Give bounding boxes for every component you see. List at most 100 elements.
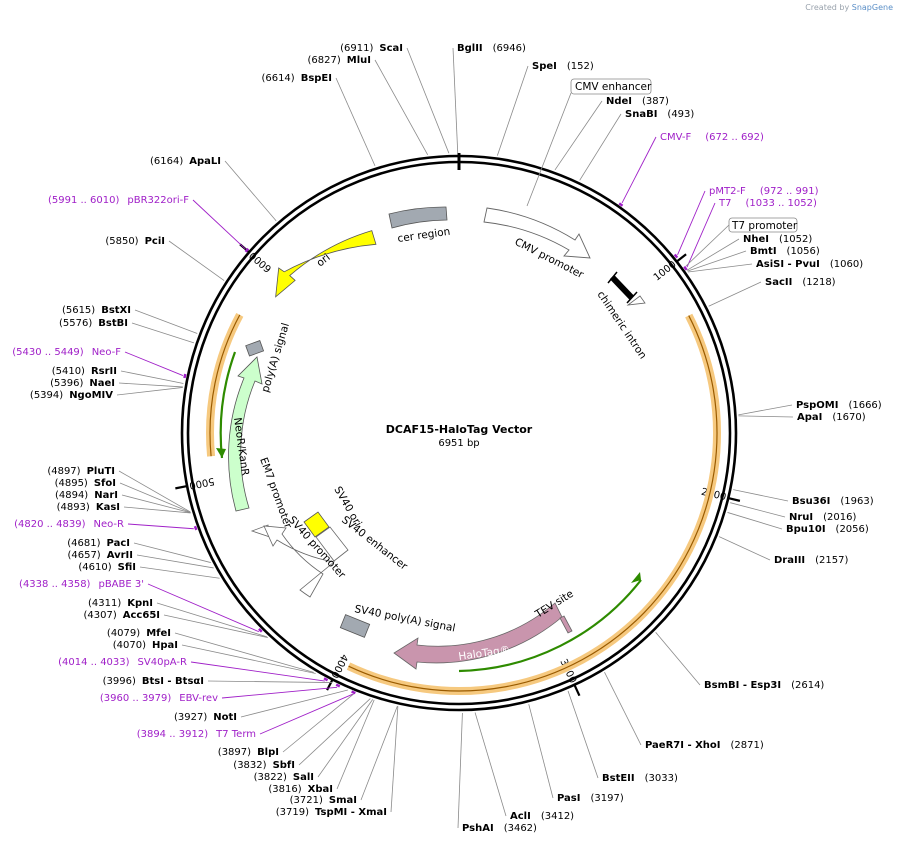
map-title: DCAF15-HaloTag Vector — [386, 423, 533, 436]
enzyme-position: (4079) — [107, 628, 140, 639]
primer-binding-mark — [335, 683, 341, 688]
enzyme-leader — [452, 47, 459, 154]
enzyme-position: (387) — [642, 96, 669, 107]
primer-leader — [127, 523, 194, 530]
watermark: Created by SnapGene — [805, 3, 893, 12]
orf-arrow-left-head — [216, 448, 226, 458]
enzyme-name: ApaI — [797, 412, 822, 423]
primer-name: T7 Term — [215, 729, 256, 740]
primer-binding-mark — [683, 265, 688, 271]
primer-binding-mark — [323, 677, 329, 682]
intron-arrow — [626, 295, 646, 306]
enzyme-label: (3816) XbaI — [268, 784, 333, 795]
feature-label-ori: ori — [314, 251, 332, 269]
enzyme-leader — [528, 704, 554, 799]
feature-halotag — [393, 602, 563, 670]
enzyme-name: PasI — [557, 793, 580, 804]
enzyme-label: (6164)ApaLI — [150, 156, 221, 167]
primer-leader — [192, 199, 246, 250]
chimeric-intron-cap-a — [607, 271, 618, 284]
enzyme-label: AsiSI - PvuI(1060) — [756, 259, 863, 270]
primer-leader — [686, 202, 716, 268]
t7-promoter-leader — [685, 224, 730, 267]
feature-cmv-promoter — [483, 207, 591, 259]
primer-binding-mark — [183, 373, 187, 379]
primer-leader — [221, 686, 338, 699]
enzyme-label: (5850)PciI — [105, 236, 165, 247]
orf-arrow-left — [219, 351, 237, 459]
map-size: 6951 bp — [438, 438, 479, 449]
enzyme-label: PaeR7I - XhoI (2871) — [645, 740, 764, 751]
tick-mark-5000 — [175, 484, 188, 490]
enzyme-label: (4893)KasI — [57, 502, 120, 513]
feature-polya-signal — [245, 340, 265, 357]
feature-neor-kanr — [228, 356, 263, 512]
watermark-prefix: Created by — [805, 3, 850, 12]
primer-label: (3894 .. 3912)T7 Term — [137, 729, 256, 740]
primer-range: (5430 .. 5449) — [12, 347, 84, 358]
enzyme-position: (6614) — [261, 73, 294, 84]
tick-label-5000: 5000 — [188, 475, 215, 491]
enzyme-name: BstBI — [98, 318, 128, 329]
enzyme-position: (6164) — [150, 156, 183, 167]
enzyme-name: PaeR7I - XhoI — [645, 740, 721, 751]
primer-name: T7 — [718, 198, 731, 209]
enzyme-name: PspOMI — [796, 400, 838, 411]
enzyme-label: NheI(1052) — [743, 234, 812, 245]
enzyme-leader — [604, 672, 642, 746]
enzyme-name: NdeI — [606, 96, 632, 107]
tick-mark-3000 — [573, 684, 581, 697]
enzyme-position: (3816) — [268, 784, 301, 795]
enzyme-label: (4070)HpaI — [113, 640, 178, 651]
enzyme-leader — [118, 470, 191, 513]
enzyme-name: XbaI — [308, 784, 333, 795]
feature-label-sv40-polya: SV40 poly(A) signal — [353, 603, 456, 634]
primer-binding-mark — [258, 628, 263, 633]
enzyme-position: (3897) — [218, 747, 251, 758]
primer-range: (4014 .. 4033) — [58, 657, 130, 668]
enzyme-leader — [119, 482, 191, 513]
enzyme-label: (4657)AvrII — [67, 550, 133, 561]
enzyme-leader — [457, 712, 463, 829]
tick-mark-1000 — [675, 253, 687, 263]
enzyme-position: (2871) — [731, 740, 764, 751]
enzyme-label: (6614)BspEI — [261, 73, 332, 84]
enzyme-position: (5396) — [50, 378, 83, 389]
primer-name: EBV-rev — [179, 693, 218, 704]
primer-leader — [124, 351, 184, 377]
enzyme-label: AclI(3412) — [510, 811, 574, 822]
enzyme-name: NaeI — [89, 378, 115, 389]
feature-ori — [275, 230, 377, 298]
enzyme-label: (3822)SalI — [254, 772, 314, 783]
enzyme-label: (4311)KpnI — [88, 598, 153, 609]
primer-range: (672 .. 692) — [705, 132, 764, 143]
enzyme-name: SfiI — [118, 562, 136, 573]
enzyme-position: (3822) — [254, 772, 287, 783]
enzyme-leader — [730, 502, 786, 518]
enzyme-leader — [567, 690, 599, 779]
enzyme-name: BlpI — [257, 747, 279, 758]
enzyme-label: ApaI(1670) — [797, 412, 866, 423]
enzyme-position: (1218) — [802, 277, 835, 288]
enzyme-leader — [688, 263, 753, 273]
enzyme-name: MluI — [347, 55, 371, 66]
primer-leader — [147, 583, 260, 633]
primer-leader — [259, 693, 353, 735]
enzyme-position: (152) — [567, 61, 594, 72]
enzyme-leader — [496, 65, 529, 156]
enzyme-position: (3927) — [174, 712, 207, 723]
enzyme-name: SfoI — [94, 478, 116, 489]
enzyme-position: (6827) — [308, 55, 341, 66]
tick-label-6000: 6000 — [248, 249, 274, 274]
primer-name: Neo-R — [94, 519, 125, 530]
enzyme-name: KpnI — [127, 598, 153, 609]
enzyme-position: (2157) — [815, 555, 848, 566]
feature-label-polya-signal: poly(A) signal — [259, 322, 292, 394]
enzyme-position: (5410) — [52, 366, 85, 377]
enzyme-name: AvrII — [107, 550, 133, 561]
enzyme-leader — [554, 100, 603, 171]
enzyme-name: HpaI — [152, 640, 178, 651]
enzyme-label: Bpu10I(2056) — [786, 524, 869, 535]
enzyme-label: (6911)ScaI — [340, 43, 403, 54]
